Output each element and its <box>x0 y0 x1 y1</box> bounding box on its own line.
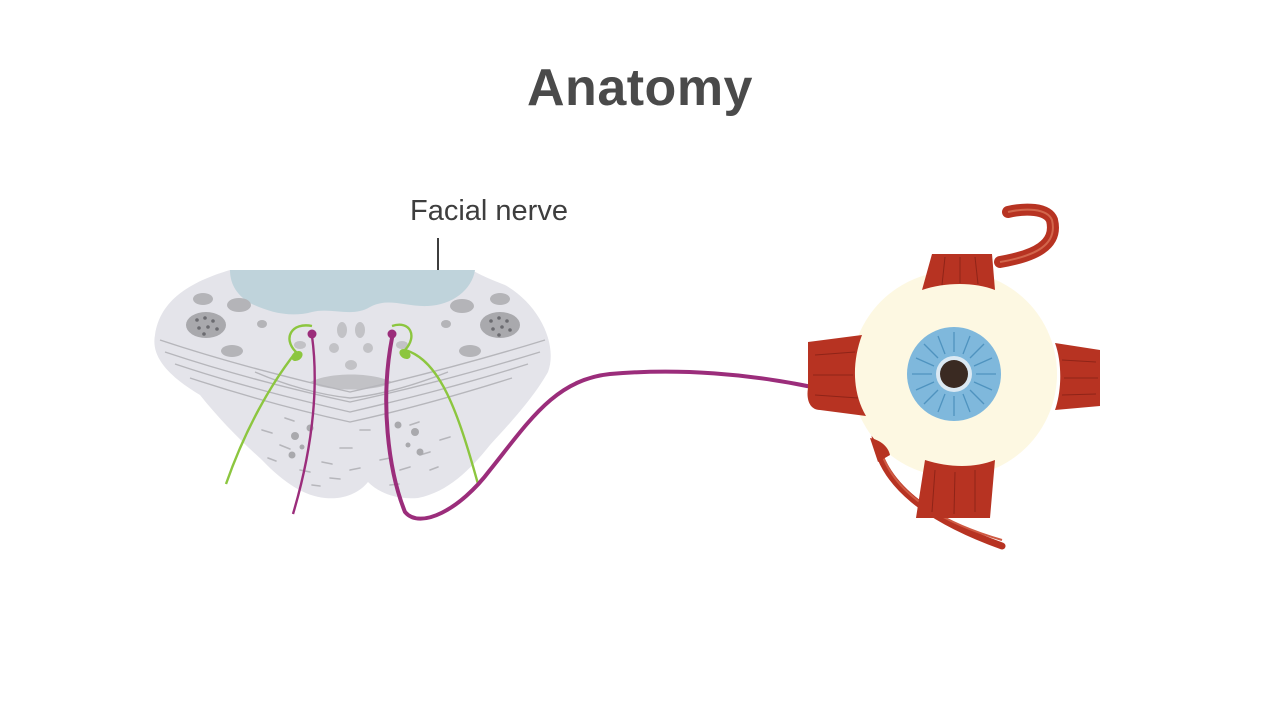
superior-rectus-muscle <box>922 254 995 290</box>
medial-rectus-muscle <box>807 335 866 416</box>
facial-nerve-label: Facial nerve <box>410 195 568 227</box>
nucleus-right-oval-2 <box>450 299 474 313</box>
page-title: Anatomy <box>527 59 753 117</box>
star-cells <box>288 421 424 459</box>
nucleus-left-oval <box>193 293 213 305</box>
lateral-rectus-muscle <box>1055 343 1100 410</box>
iris-fibers <box>912 332 996 416</box>
oculomotor-nerve <box>384 336 814 521</box>
pupil <box>940 360 968 388</box>
fourth-ventricle <box>230 270 475 315</box>
nucleus-left-spotted <box>186 312 226 338</box>
inferior-rectus-muscle <box>916 460 995 518</box>
nucleus-right-oval <box>490 293 510 305</box>
nucleus-left-oval-2 <box>227 298 251 312</box>
brainstem-section <box>154 270 551 515</box>
green-nerve-fibers <box>224 323 480 485</box>
eyeball <box>807 203 1100 550</box>
spotted-nucleus-dots <box>195 316 512 337</box>
